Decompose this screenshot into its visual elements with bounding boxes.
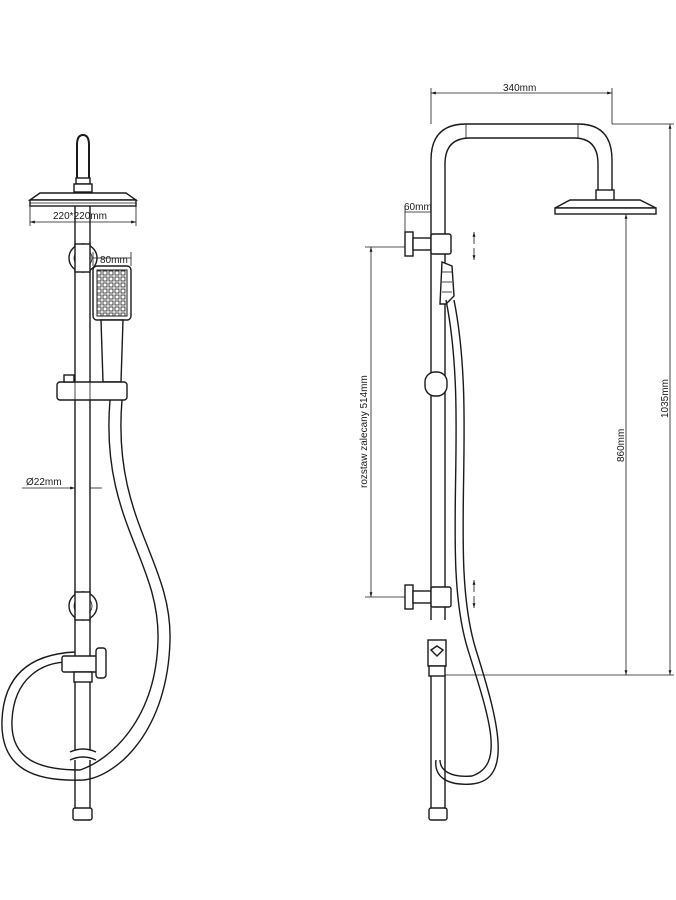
front-rain-shower-head [27,192,139,207]
dim-hand-shower-width: 80mm [92,252,132,266]
dim-bracket-depth: 60mm [404,202,432,232]
side-rain-shower-head [554,199,657,215]
front-shower-arm [73,133,93,193]
side-slider-holder [424,371,448,397]
front-top-wall-bracket [68,243,98,273]
dim-arm-reach-label: 340mm [503,83,536,94]
dim-total-height-label: 1035mm [660,379,671,418]
dim-hand-shower-width-label: 80mm [100,255,128,266]
dim-head-height: 860mm [445,213,674,676]
side-shower-hose [435,299,499,785]
dim-rail-diameter-label: Ø22mm [26,477,62,488]
side-view: 60mm rozstaw zalecany 514mm [359,83,674,821]
dim-head-size: 220*220mm [29,206,137,226]
dim-bracket-spacing: rozstaw zalecany 514mm [359,246,405,598]
front-diverter-valve [61,647,107,683]
side-hand-shower [439,260,455,305]
front-shower-hose [1,399,171,781]
side-overhead-arm [430,123,615,620]
dim-arm-reach: 340mm [430,83,613,124]
dim-total-height: 1035mm [612,123,674,675]
front-slider-holder [56,374,128,401]
front-bottom-wall-bracket [68,591,98,621]
front-view: 220*220mm 80mm [1,133,171,821]
dim-head-size-label: 220*220mm [53,211,107,222]
dim-rail-diameter: Ø22mm [22,477,102,490]
side-diverter-valve [427,639,447,677]
side-bottom-pipe [428,676,448,821]
dim-head-height-label: 860mm [616,429,627,462]
front-hand-shower [92,265,132,383]
side-bottom-wall-bracket [404,580,476,610]
front-bottom-pipe [69,748,97,821]
side-top-wall-bracket [404,231,476,260]
dim-bracket-spacing-label: rozstaw zalecany 514mm [359,375,370,488]
dim-bracket-depth-label: 60mm [404,202,432,213]
